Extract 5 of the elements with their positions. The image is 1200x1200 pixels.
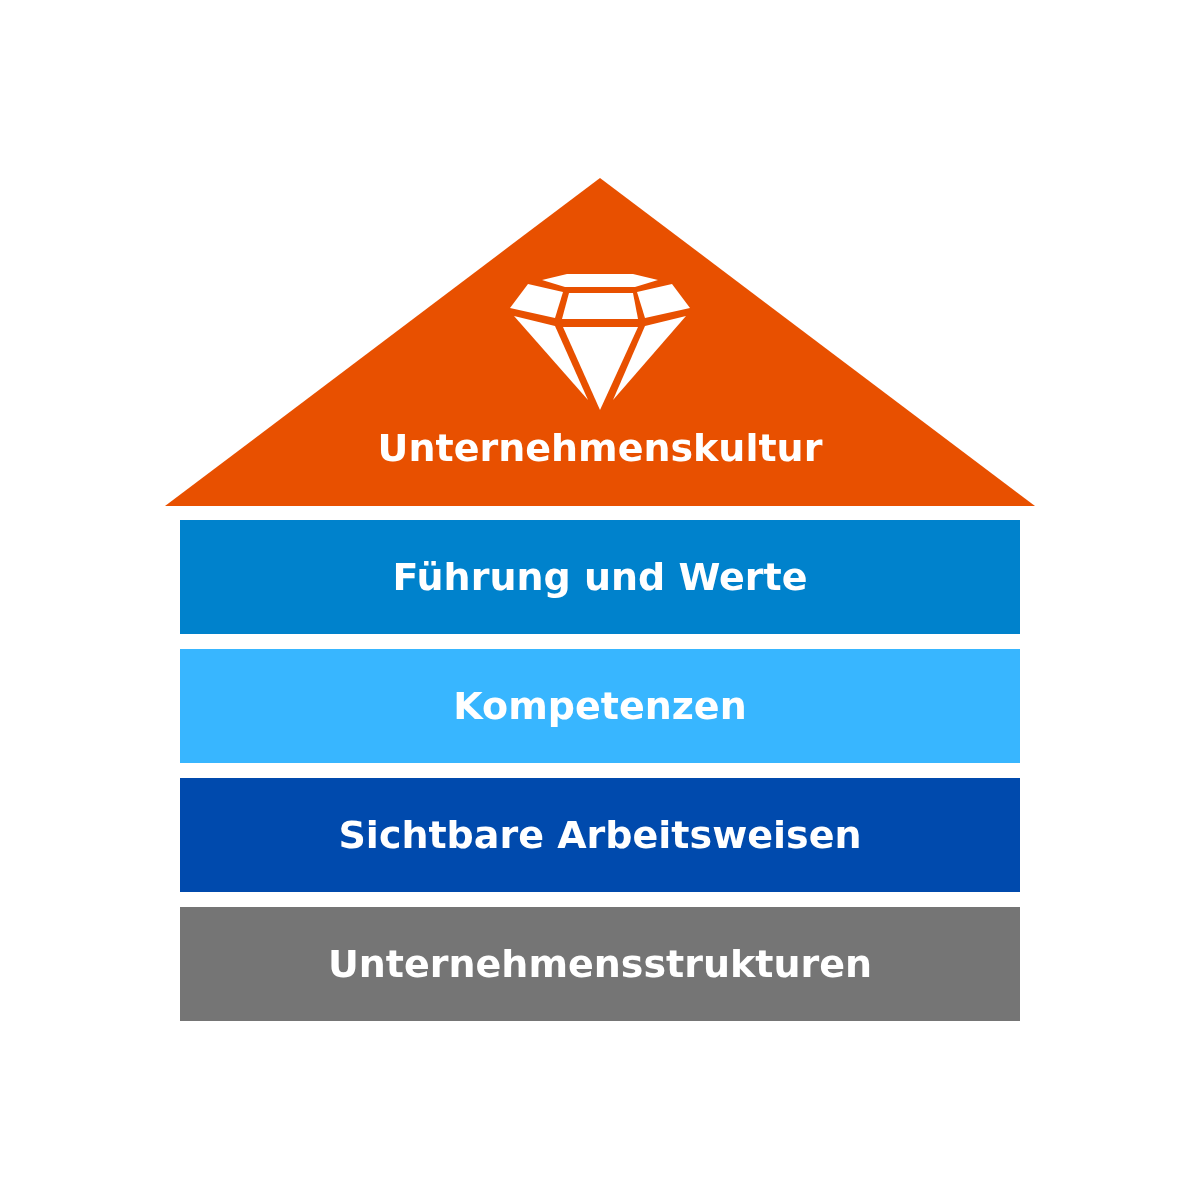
layer-band: Kompetenzen <box>180 649 1020 763</box>
roof-title: Unternehmenskultur <box>377 426 823 470</box>
layer-band: Unternehmensstrukturen <box>180 907 1020 1021</box>
layer-band: Führung und Werte <box>180 520 1020 634</box>
layer-band: Sichtbare Arbeitsweisen <box>180 778 1020 892</box>
